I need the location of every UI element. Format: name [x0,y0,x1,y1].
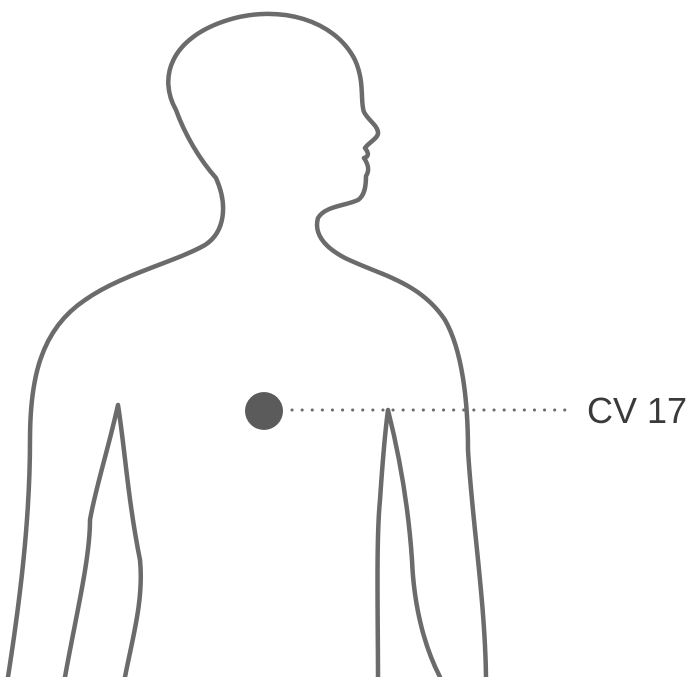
right-arm-inner-outline [378,410,441,677]
acupoint-label: CV 17 [587,390,687,431]
acupoint-marker [245,392,283,430]
left-arm-inner-outline [65,405,141,677]
